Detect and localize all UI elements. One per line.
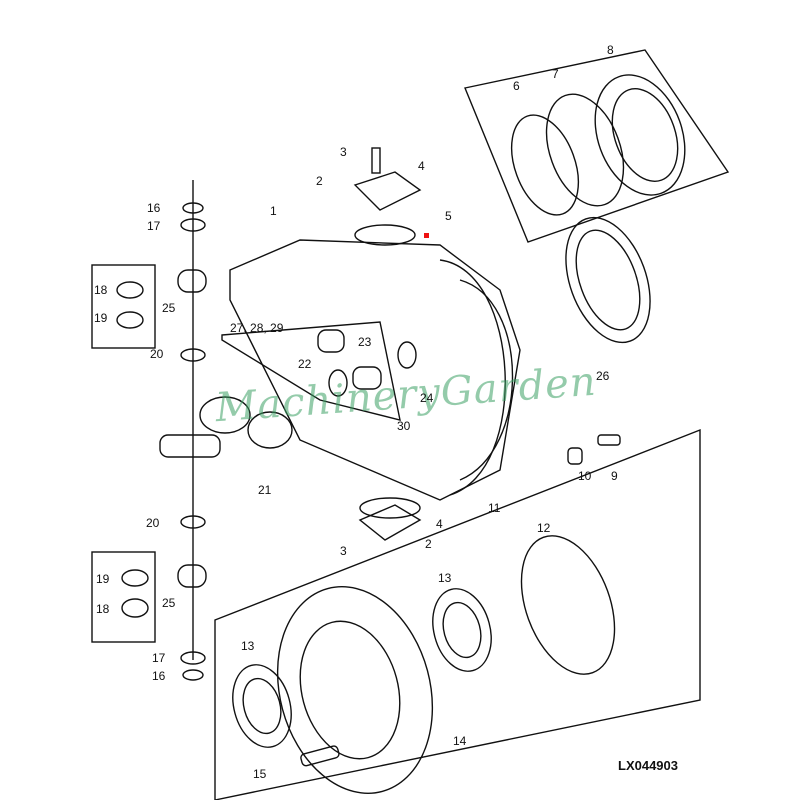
label-23: 23 — [358, 335, 372, 349]
label-11: 11 — [488, 501, 501, 515]
label-9: 9 — [611, 469, 618, 483]
label-13-left: 13 — [241, 639, 255, 653]
marker-dot — [424, 233, 429, 238]
label-19-top: 19 — [94, 311, 108, 325]
drive-shaft — [159, 396, 293, 458]
label-17-top: 17 — [147, 219, 161, 233]
label-13-right: 13 — [438, 571, 452, 585]
catalog-code: LX044903 — [618, 758, 678, 773]
label-26: 26 — [596, 369, 610, 383]
label-2: 2 — [316, 174, 323, 188]
label-14: 14 — [453, 734, 467, 748]
label-18-bottom: 18 — [96, 602, 110, 616]
label-20-bottom: 20 — [146, 516, 160, 530]
seal-26 — [565, 216, 651, 344]
label-20-top: 20 — [150, 347, 164, 361]
label-24: 24 — [420, 391, 434, 405]
label-16-top: 16 — [147, 201, 161, 215]
label-21: 21 — [258, 483, 272, 497]
bushing-box — [221, 321, 417, 421]
housing — [229, 239, 521, 501]
label-25-bottom: 25 — [162, 596, 176, 610]
label-19-bottom: 19 — [96, 572, 110, 586]
label-25-top: 25 — [162, 301, 176, 315]
label-4: 4 — [418, 159, 425, 173]
label-8: 8 — [607, 43, 614, 57]
label-10: 10 — [578, 469, 592, 483]
label-22: 22 — [298, 357, 312, 371]
label-6: 6 — [513, 79, 520, 93]
seal-kit-box — [464, 49, 730, 243]
label-3: 3 — [340, 145, 347, 159]
label-16-bottom: 16 — [152, 669, 166, 683]
label-30: 30 — [397, 419, 411, 433]
left-lower-box — [91, 515, 207, 681]
bolt-9-10 — [567, 434, 621, 465]
left-upper-box — [91, 180, 207, 660]
upper-pivot — [353, 147, 422, 246]
label-7: 7 — [552, 67, 559, 81]
label-12: 12 — [537, 521, 551, 535]
label-3-lower: 3 — [340, 544, 347, 558]
lower-pivot — [358, 497, 422, 541]
label-2-lower: 2 — [425, 537, 432, 551]
label-17-bottom: 17 — [152, 651, 166, 665]
label-15: 15 — [253, 767, 267, 781]
label-1: 1 — [270, 204, 277, 218]
label-18-top: 18 — [94, 283, 108, 297]
label-5: 5 — [445, 209, 452, 223]
label-27-28-29: 27, 28, 29 — [230, 321, 284, 335]
hub-assembly — [214, 428, 701, 800]
label-4-lower: 4 — [436, 517, 443, 531]
